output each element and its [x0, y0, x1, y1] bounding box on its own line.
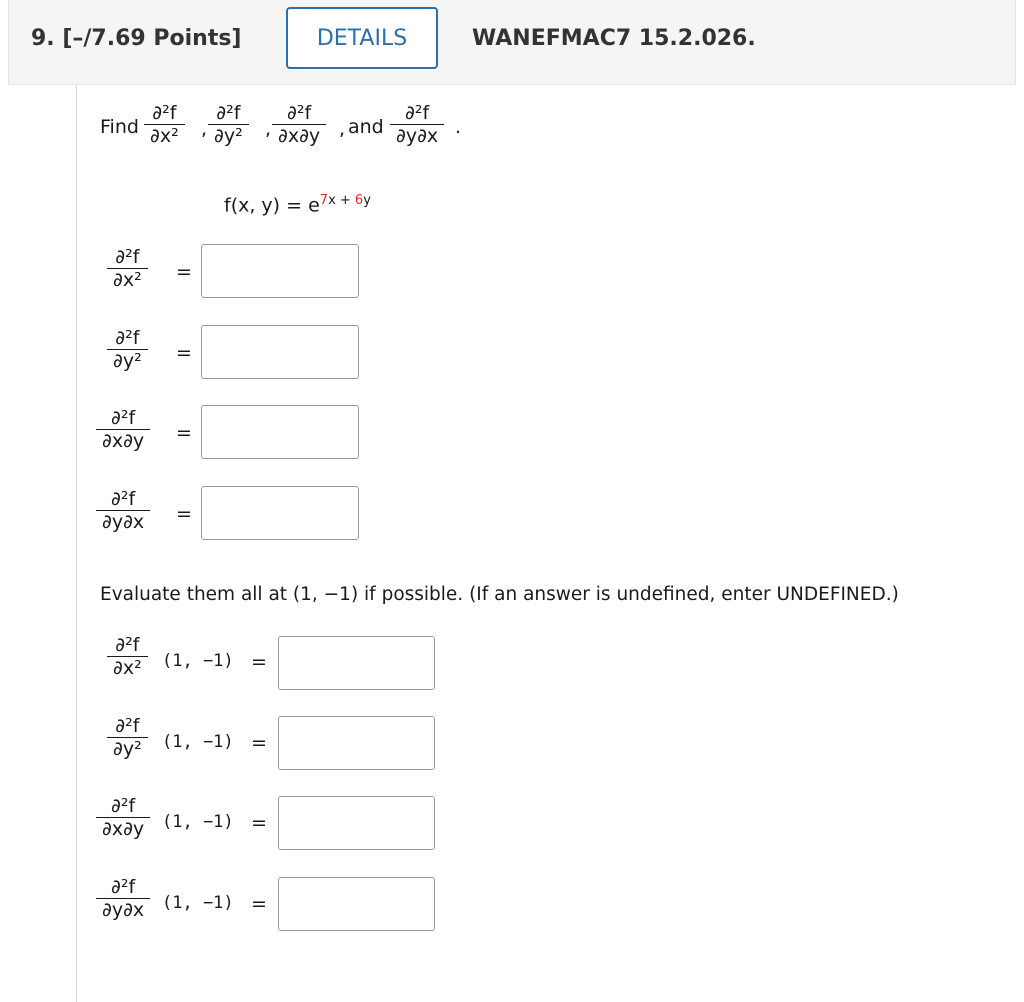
- answer-fyy-at-input[interactable]: [278, 716, 435, 770]
- prompt-fyy: ∂²f∂y²: [208, 102, 249, 147]
- answer-fxy-at-input[interactable]: [278, 796, 435, 850]
- answer-fyx-at-input[interactable]: [278, 877, 435, 931]
- find-word: Find: [100, 116, 139, 138]
- points-label: [–/7.69 Points]: [62, 26, 242, 51]
- label-fxy: ∂²f∂x∂y: [96, 407, 151, 452]
- and-word: and: [348, 116, 384, 138]
- answer-fxx-at-input[interactable]: [278, 636, 435, 690]
- function-definition: f(x, y) = e7x + 6y: [224, 193, 371, 217]
- answer-fxx-input[interactable]: [201, 244, 359, 298]
- prompt-fyx: ∂²f∂y∂x: [390, 102, 445, 147]
- answer-fxy-input[interactable]: [201, 405, 359, 459]
- label-fxy-at: ∂²f∂x∂y: [96, 795, 151, 840]
- question-number: 9. [–/7.69 Points]: [31, 26, 242, 51]
- label-fyx-at: ∂²f∂y∂x: [96, 876, 151, 921]
- prompt-fxy: ∂²f∂x∂y: [272, 102, 327, 147]
- label-fxx-at: ∂²f∂x²: [107, 634, 148, 679]
- evaluate-instructions: Evaluate them all at (1, −1) if possible…: [100, 584, 899, 605]
- label-fxx: ∂²f∂x²: [107, 246, 148, 291]
- left-divider: [76, 85, 77, 1002]
- point-fyy: (1, −1): [162, 732, 234, 752]
- answer-fyx-input[interactable]: [201, 486, 359, 540]
- answer-fyy-input[interactable]: [201, 325, 359, 379]
- prompt-fxx: ∂²f∂x²: [144, 102, 185, 147]
- label-fyy: ∂²f∂y²: [107, 327, 148, 372]
- point-fxy: (1, −1): [162, 812, 234, 832]
- details-button[interactable]: DETAILS: [286, 7, 438, 69]
- label-fyy-at: ∂²f∂y²: [107, 715, 148, 760]
- point-fxx: (1, −1): [162, 651, 234, 671]
- label-fyx: ∂²f∂y∂x: [96, 488, 151, 533]
- question-header: 9. [–/7.69 Points] DETAILS WANEFMAC7 15.…: [8, 0, 1016, 85]
- point-fyx: (1, −1): [162, 893, 234, 913]
- problem-code: WANEFMAC7 15.2.026.: [472, 26, 756, 51]
